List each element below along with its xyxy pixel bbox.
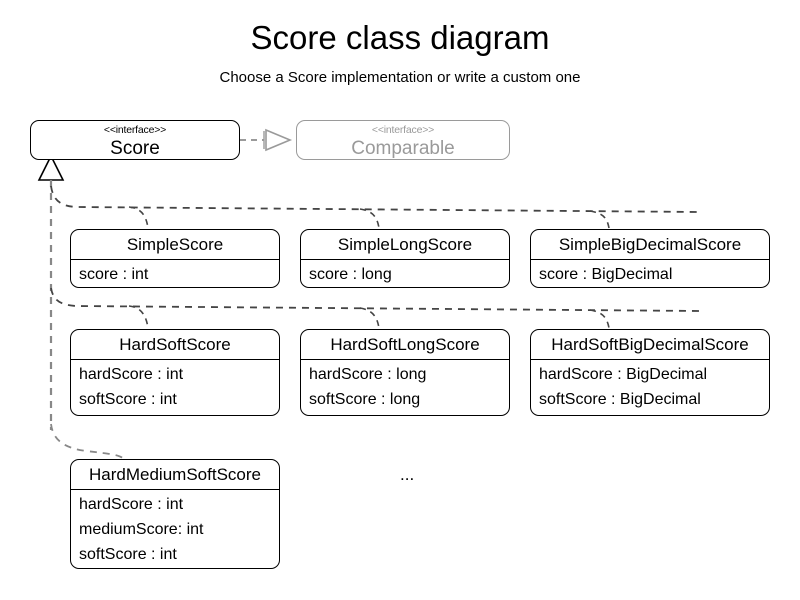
class-box-simple-long-score[interactable]: SimpleLongScore score : long xyxy=(300,229,510,288)
class-box-hard-soft-score[interactable]: HardSoftScore hardScore : int softScore … xyxy=(70,329,280,416)
attribute-row: score : BigDecimal xyxy=(539,266,673,283)
class-title-simple-long-score: SimpleLongScore xyxy=(301,230,509,260)
attribute-row: softScore : long xyxy=(309,391,421,408)
class-name-hard-soft-score: HardSoftScore xyxy=(119,335,231,354)
class-title-simple-score: SimpleScore xyxy=(71,230,279,260)
attribute-row: hardScore : int xyxy=(79,366,184,383)
page-subtitle: Choose a Score implementation or write a… xyxy=(219,69,581,86)
class-name-simple-long-score: SimpleLongScore xyxy=(337,235,473,254)
attribute-row: softScore : BigDecimal xyxy=(539,391,701,408)
class-name-simple-big-decimal-score: SimpleBigDecimalScore xyxy=(558,235,742,254)
page-title: Score class diagram xyxy=(250,19,550,56)
interface-header-score: <<interface>> Score xyxy=(31,121,239,161)
class-title-simple-big-decimal-score: SimpleBigDecimalScore xyxy=(531,230,769,260)
class-attributes-hard-soft-long-score: hardScore : long softScore : long xyxy=(301,360,509,415)
class-attributes-hard-medium-soft-score: hardScore : int mediumScore: int softSco… xyxy=(71,490,279,570)
class-title-hard-medium-soft-score: HardMediumSoftScore xyxy=(71,460,279,490)
class-title-hard-soft-long-score: HardSoftLongScore xyxy=(301,330,509,360)
class-attributes-simple-big-decimal-score: score : BigDecimal xyxy=(531,260,769,290)
class-title-hard-soft-score: HardSoftScore xyxy=(71,330,279,360)
class-attributes-hard-soft-score: hardScore : int softScore : int xyxy=(71,360,279,415)
attribute-row: score : long xyxy=(309,266,392,283)
class-attributes-hard-soft-big-decimal-score: hardScore : BigDecimal softScore : BigDe… xyxy=(531,360,769,415)
connector-row2-branches xyxy=(50,287,701,329)
class-box-hard-soft-big-decimal-score[interactable]: HardSoftBigDecimalScore hardScore : BigD… xyxy=(530,329,770,416)
stereotype-label-comparable: <<interface>> xyxy=(371,124,435,136)
attribute-row: softScore : int xyxy=(79,546,177,563)
class-name-hard-soft-long-score: HardSoftLongScore xyxy=(330,335,480,354)
stereotype-label-score: <<interface>> xyxy=(103,124,167,136)
class-box-hard-soft-long-score[interactable]: HardSoftLongScore hardScore : long softS… xyxy=(300,329,510,416)
connector-row3-branch xyxy=(50,423,125,461)
class-title-hard-soft-big-decimal-score: HardSoftBigDecimalScore xyxy=(531,330,769,360)
class-box-simple-score[interactable]: SimpleScore score : int xyxy=(70,229,280,288)
class-attributes-simple-long-score: score : long xyxy=(301,260,509,290)
interface-header-comparable: <<interface>> Comparable xyxy=(297,121,509,161)
attribute-row: softScore : int xyxy=(79,391,177,408)
connector-row1-branches xyxy=(50,185,701,229)
interface-name-score: Score xyxy=(110,138,160,159)
attribute-row: hardScore : int xyxy=(79,496,184,513)
interface-box-comparable[interactable]: <<interface>> Comparable xyxy=(296,120,510,160)
class-name-simple-score: SimpleScore xyxy=(126,235,224,254)
attribute-row: score : int xyxy=(79,266,149,283)
class-name-hard-soft-big-decimal-score: HardSoftBigDecimalScore xyxy=(551,335,749,354)
attribute-row: mediumScore: int xyxy=(79,521,204,538)
more-classes-ellipsis: ... xyxy=(400,465,415,484)
class-box-simple-big-decimal-score[interactable]: SimpleBigDecimalScore score : BigDecimal xyxy=(530,229,770,288)
class-attributes-simple-score: score : int xyxy=(71,260,279,290)
interface-name-comparable: Comparable xyxy=(351,138,455,159)
class-name-hard-medium-soft-score: HardMediumSoftScore xyxy=(89,465,261,484)
connector-score-realizes-comparable xyxy=(240,128,293,152)
attribute-row: hardScore : BigDecimal xyxy=(539,366,708,383)
attribute-row: hardScore : long xyxy=(309,366,427,383)
class-box-hard-medium-soft-score[interactable]: HardMediumSoftScore hardScore : int medi… xyxy=(70,459,280,569)
interface-box-score[interactable]: <<interface>> Score xyxy=(30,120,240,160)
